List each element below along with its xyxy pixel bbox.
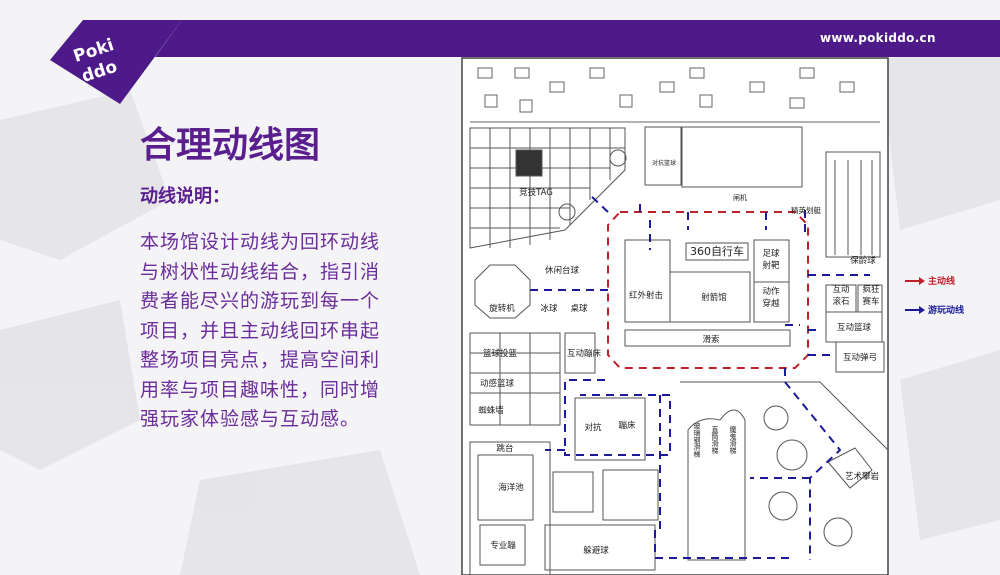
zone-label: 竞技TAG bbox=[519, 187, 553, 198]
pokiddo-logo: Poki ddo bbox=[50, 20, 182, 104]
zone-label: 精英划艇 bbox=[791, 205, 821, 215]
zone-label: 疯狂 bbox=[862, 284, 880, 295]
blue-arrow-icon bbox=[905, 305, 925, 314]
zone-label: 冰球 bbox=[540, 303, 558, 314]
zone-label: 互动篮球 bbox=[837, 322, 872, 333]
zone-label: 篮球投篮 bbox=[483, 348, 518, 359]
legend-label: 主动线 bbox=[928, 277, 956, 287]
zone-label: 对抗 bbox=[584, 422, 602, 433]
zone-label: 足球 bbox=[762, 248, 780, 259]
zone-label: 旋转机 bbox=[489, 303, 515, 314]
zone-label: 滑索 bbox=[702, 334, 719, 345]
zone-label: 互动弹弓 bbox=[843, 352, 877, 363]
zone-label: 休闲台球 bbox=[545, 265, 580, 276]
legend-play-route: 游玩动线 bbox=[905, 295, 964, 324]
zone-label: 艺术攀岩 bbox=[845, 471, 880, 482]
zone-label: 海洋池 bbox=[498, 482, 524, 493]
zone-label: 红外射击 bbox=[629, 290, 663, 301]
website-url[interactable]: www.pokiddo.cn bbox=[820, 31, 936, 45]
section-subtitle: 动线说明： bbox=[140, 186, 230, 207]
gate-area bbox=[681, 126, 803, 188]
zone-label: 躲避球 bbox=[583, 545, 609, 556]
zone-label: 直筒滑梯 bbox=[711, 425, 719, 455]
zone-label: 互动蹦床 bbox=[567, 348, 602, 359]
basketball-court bbox=[644, 126, 682, 186]
zone-label: 专业蹦 bbox=[490, 540, 516, 551]
zone-label: 动感篮球 bbox=[480, 378, 515, 389]
zone-label: 穿越 bbox=[762, 298, 780, 309]
bowling-lanes bbox=[825, 151, 881, 258]
red-arrow-icon bbox=[905, 276, 925, 285]
description-text: 本场馆设计动线为回环动线与树状性动线结合，指引消费者能尽兴的游玩到每一个项目，并… bbox=[140, 231, 381, 430]
zone-label: 动作 bbox=[762, 286, 780, 297]
zone-label: 蜘蛛墙 bbox=[478, 405, 504, 416]
zone-label: 射箭馆 bbox=[701, 292, 727, 303]
zone-label: 射靶 bbox=[762, 260, 780, 271]
zone-label: 对抗篮球 bbox=[652, 159, 676, 167]
zone-label: 互动 bbox=[832, 284, 850, 295]
zone-label: 保龄球 bbox=[850, 255, 876, 266]
zone-label: 魔鬼滑梯 bbox=[729, 425, 737, 455]
legend-label: 游玩动线 bbox=[928, 306, 965, 316]
main-route bbox=[607, 211, 809, 369]
lounge-seating bbox=[470, 67, 880, 123]
page-title: 合理动线图 bbox=[140, 125, 321, 166]
zone-label: 跳台 bbox=[496, 443, 513, 454]
zone-label: 360自行车 bbox=[690, 244, 744, 258]
legend-main-route: 主动线 bbox=[905, 266, 964, 295]
tag-arena bbox=[469, 127, 627, 249]
zone-label: 蹦床 bbox=[618, 420, 636, 431]
route-legend: 主动线 游玩动线 bbox=[905, 266, 964, 324]
zone-label: 闸机 bbox=[733, 193, 747, 202]
zone-label: 滚石 bbox=[832, 296, 849, 307]
zone-label: 桌球 bbox=[570, 303, 588, 314]
spinner bbox=[474, 264, 531, 319]
zone-label: 赛车 bbox=[862, 296, 879, 307]
zone-label: 玻璃钢滑梯 bbox=[693, 422, 701, 459]
